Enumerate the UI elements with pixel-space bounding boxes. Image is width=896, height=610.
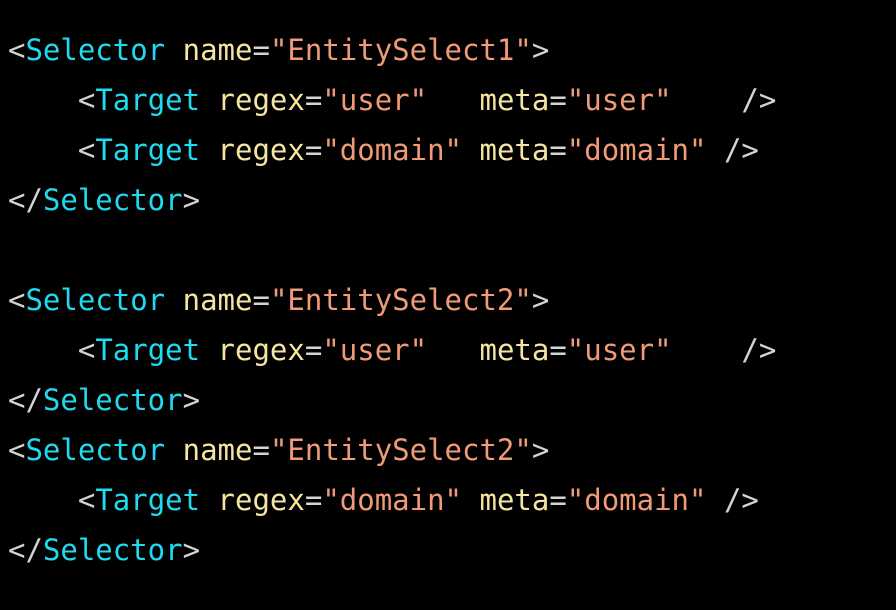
token-punctuation: > xyxy=(182,183,201,217)
token-punctuation: /> xyxy=(671,83,777,117)
token-attribute-value: "user" xyxy=(322,333,428,367)
token-punctuation xyxy=(427,333,479,367)
code-line: <Selector name="EntitySelect2"> xyxy=(8,425,896,475)
token-punctuation: > xyxy=(182,533,201,567)
code-line: </Selector> xyxy=(8,525,896,575)
code-line: </Selector> xyxy=(8,375,896,425)
token-punctuation xyxy=(200,483,217,517)
token-tag-name: Selector xyxy=(42,183,183,217)
token-punctuation: /> xyxy=(706,133,759,167)
token-punctuation: = xyxy=(549,83,567,117)
token-tag-name: Selector xyxy=(25,283,166,317)
token-punctuation: < xyxy=(8,483,96,517)
token-punctuation: = xyxy=(549,483,567,517)
token-punctuation xyxy=(165,33,182,67)
token-attribute-name: name xyxy=(182,433,253,467)
token-punctuation: = xyxy=(549,133,567,167)
token-punctuation: < xyxy=(8,283,26,317)
token-tag-name: Target xyxy=(95,83,201,117)
token-punctuation xyxy=(165,283,182,317)
token-attribute-value: "user" xyxy=(566,333,672,367)
token-punctuation: > xyxy=(531,33,550,67)
token-tag-name: Selector xyxy=(25,433,166,467)
code-line: <Target regex="domain" meta="domain" /> xyxy=(8,125,896,175)
code-line: </Selector> xyxy=(8,175,896,225)
token-punctuation xyxy=(200,83,217,117)
token-tag-name: Selector xyxy=(25,33,166,67)
token-punctuation: > xyxy=(531,433,550,467)
token-attribute-value: "EntitySelect2" xyxy=(269,433,532,467)
token-attribute-value: "EntitySelect1" xyxy=(269,33,532,67)
token-punctuation: < xyxy=(8,333,96,367)
token-punctuation: = xyxy=(304,483,323,517)
token-punctuation: = xyxy=(252,283,270,317)
token-attribute-name: regex xyxy=(217,333,305,367)
code-line: <Target regex="user" meta="user" /> xyxy=(8,75,896,125)
token-attribute-name: name xyxy=(182,283,253,317)
token-punctuation: < xyxy=(8,33,26,67)
token-punctuation: = xyxy=(304,333,323,367)
token-attribute-name: meta xyxy=(479,133,550,167)
token-punctuation: = xyxy=(304,133,323,167)
token-punctuation: < xyxy=(8,433,26,467)
token-punctuation: = xyxy=(304,83,323,117)
token-attribute-value: "user" xyxy=(566,83,672,117)
token-attribute-value: "EntitySelect2" xyxy=(269,283,532,317)
token-attribute-value: "domain" xyxy=(566,483,707,517)
token-attribute-name: regex xyxy=(217,83,305,117)
token-punctuation: = xyxy=(252,33,270,67)
token-punctuation: /> xyxy=(706,483,759,517)
code-line: <Target regex="domain" meta="domain" /> xyxy=(8,475,896,525)
token-attribute-name: meta xyxy=(479,333,550,367)
token-attribute-name: regex xyxy=(217,483,305,517)
token-punctuation: </ xyxy=(8,533,43,567)
token-punctuation: </ xyxy=(8,183,43,217)
token-punctuation: </ xyxy=(8,383,43,417)
token-attribute-value: "domain" xyxy=(322,133,463,167)
token-attribute-value: "user" xyxy=(322,83,428,117)
code-line: <Target regex="user" meta="user" /> xyxy=(8,325,896,375)
token-punctuation: = xyxy=(549,333,567,367)
code-line: <Selector name="EntitySelect2"> xyxy=(8,275,896,325)
token-punctuation: < xyxy=(8,83,96,117)
token-tag-name: Selector xyxy=(42,383,183,417)
token-attribute-name: name xyxy=(182,33,253,67)
token-tag-name: Target xyxy=(95,483,201,517)
token-attribute-value: "domain" xyxy=(322,483,463,517)
token-punctuation xyxy=(200,333,217,367)
token-punctuation xyxy=(427,83,479,117)
code-block: <Selector name="EntitySelect1"> <Target … xyxy=(8,25,896,575)
token-punctuation xyxy=(462,483,479,517)
code-line: <Selector name="EntitySelect1"> xyxy=(8,25,896,75)
token-punctuation: > xyxy=(531,283,550,317)
token-tag-name: Target xyxy=(95,333,201,367)
token-punctuation xyxy=(165,433,182,467)
token-tag-name: Target xyxy=(95,133,201,167)
token-punctuation: /> xyxy=(671,333,777,367)
token-punctuation: < xyxy=(8,133,96,167)
token-punctuation: = xyxy=(252,433,270,467)
token-attribute-name: meta xyxy=(479,483,550,517)
token-punctuation xyxy=(200,133,217,167)
token-punctuation: > xyxy=(182,383,201,417)
token-tag-name: Selector xyxy=(42,533,183,567)
blank-line: ​ xyxy=(8,225,896,275)
token-punctuation xyxy=(462,133,479,167)
token-attribute-name: meta xyxy=(479,83,550,117)
token-attribute-name: regex xyxy=(217,133,305,167)
token-attribute-value: "domain" xyxy=(566,133,707,167)
